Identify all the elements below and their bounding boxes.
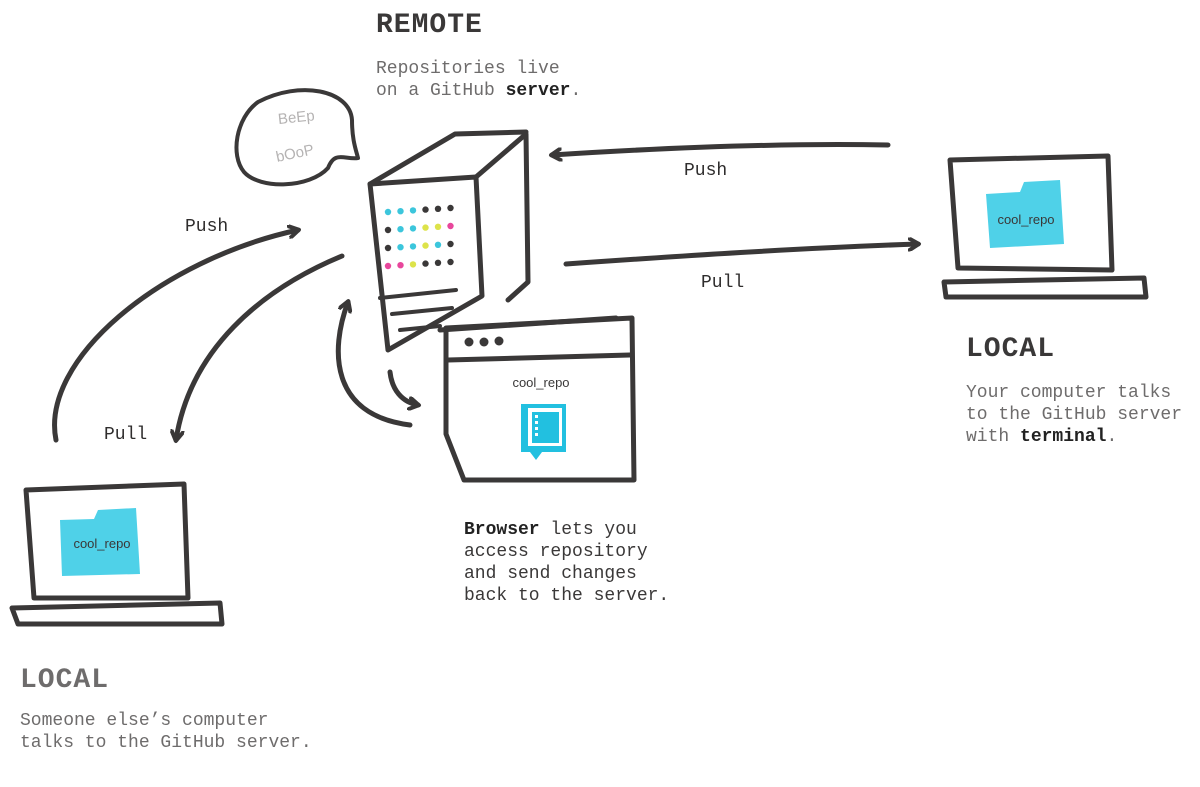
server-status-light [397,208,404,215]
speech-bubble-icon [234,88,360,187]
local-right-desc-text: with [966,427,1021,447]
remote-desc-text: on a GitHub [376,81,506,101]
remote-desc-bold: server [505,81,571,101]
browser-desc-line1: Browser lets you [464,519,669,541]
right-folder-label: cool_repo [997,212,1054,227]
server-status-light [384,244,392,252]
server-status-light [409,243,417,250]
server-status-light [397,226,404,233]
server-status-light [434,223,442,230]
browser-desc-line4: back to the server. [464,586,670,606]
local-right-desc-bold: terminal [1020,427,1107,447]
server-status-light [447,204,454,212]
local-left-description: Someone else’s computer talks to the Git… [20,710,312,754]
push-right-label: Push [684,161,728,181]
repository-book-icon [521,404,566,460]
remote-description: Repositories live on a GitHub server. [376,58,581,102]
browser-desc-bold: Browser [464,520,540,540]
server-status-light [397,244,404,251]
server-status-light [384,262,392,270]
local-left-desc-line1: Someone else’s computer [20,711,269,731]
server-status-light [422,242,429,249]
laptop-icon [9,481,225,627]
browser-window-controls [464,336,504,347]
browser-repo-label: cool_repo [512,375,569,390]
server-status-light [397,262,404,269]
server-status-light [434,205,442,212]
local-left-title: LOCAL [20,665,110,696]
server-icon [367,129,531,353]
local-right-description: Your computer talks to the GitHub server… [966,382,1182,448]
local-right-title: LOCAL [966,334,1056,365]
folder-icon [986,180,1064,248]
local-right-desc-punct: . [1106,427,1118,447]
remote-title: REMOTE [376,10,483,41]
server-status-light [422,224,429,231]
browser-window-icon [437,315,637,483]
local-left-desc-line2: talks to the GitHub server. [20,733,312,753]
server-status-lights [384,204,454,270]
server-status-light [409,261,417,268]
bubble-text-boop: bOoP [274,141,315,166]
server-status-light [434,259,442,266]
server-status-light [409,207,417,214]
server-status-light [447,258,454,266]
server-status-light [447,240,454,248]
pull-left-label: Pull [104,425,148,445]
server-status-light [447,222,454,230]
server-status-light [384,226,392,234]
remote-desc-punct: . [570,81,582,101]
browser-desc-text: lets you [539,520,637,540]
server-status-light [384,208,392,216]
server-status-light [422,260,429,267]
push-left-label: Push [185,217,229,237]
local-right-desc-line3: with terminal. [966,426,1182,448]
server-status-light [422,206,429,213]
local-right-desc-line1: Your computer talks [966,383,1172,403]
browser-desc-line2: access repository [464,542,648,562]
left-folder-label: cool_repo [73,536,130,551]
remote-desc-line2: on a GitHub server. [376,80,581,102]
browser-desc-line3: and send changes [464,564,637,584]
pull-right-label: Pull [701,273,745,293]
remote-desc-line1: Repositories live [376,59,560,79]
bubble-text-beep: BeEp [277,107,315,128]
server-status-light [409,225,417,232]
laptop-icon [941,153,1149,300]
browser-description: Browser lets you access repository and s… [464,519,669,607]
local-right-desc-line2: to the GitHub server [966,405,1183,425]
arrow-icon [52,142,918,440]
server-status-light [434,241,442,248]
folder-icon [60,508,140,576]
